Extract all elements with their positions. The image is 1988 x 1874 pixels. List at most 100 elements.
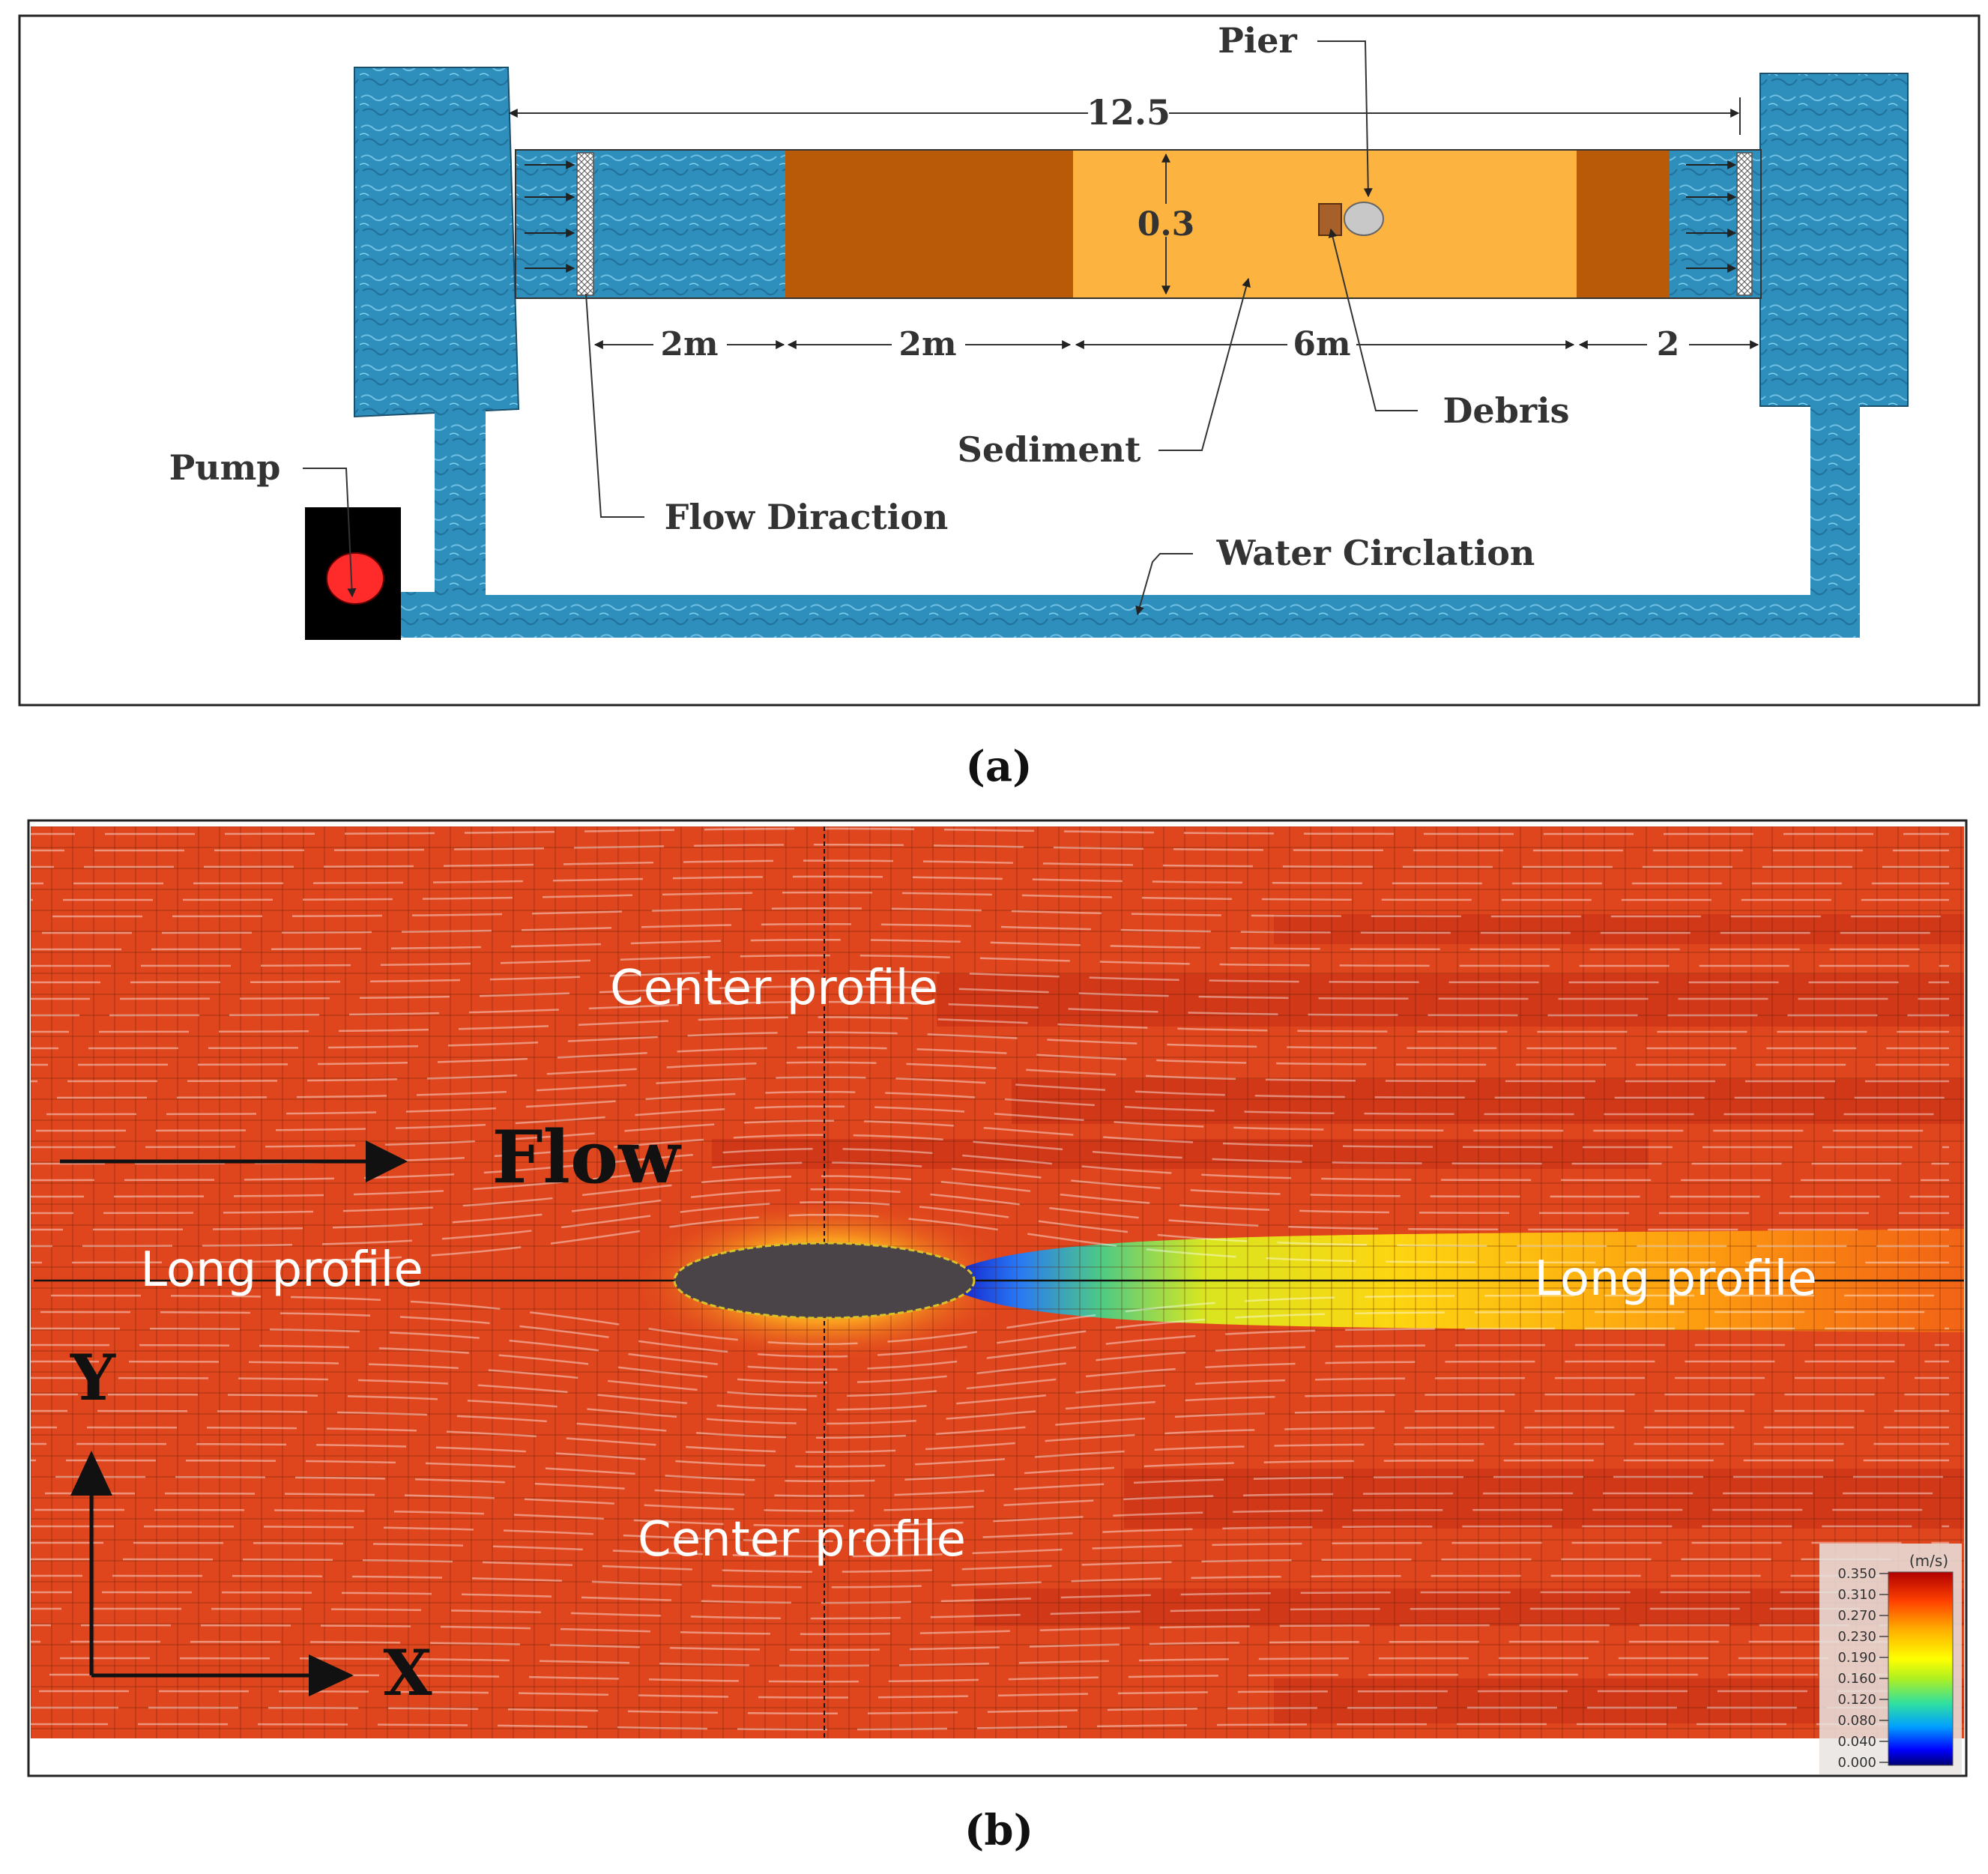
streamline xyxy=(31,1031,1949,1050)
pump-motor xyxy=(326,552,384,605)
streamline xyxy=(31,1690,1949,1699)
streamline xyxy=(31,1091,1949,1116)
streamline xyxy=(31,859,1949,868)
streamline xyxy=(31,1148,1949,1182)
streamline xyxy=(31,938,1949,951)
streamline xyxy=(31,1175,1949,1215)
return-pipe-bottom xyxy=(397,595,1860,638)
segment-2-label: 2m xyxy=(898,325,956,363)
center-profile-top-label: Center profile xyxy=(610,961,938,1016)
streamline xyxy=(31,1201,1949,1248)
colorbar-tick-label: 0.350 xyxy=(1837,1566,1876,1582)
streamline xyxy=(31,1607,1949,1620)
velocity-band xyxy=(1274,914,1964,944)
streamline xyxy=(31,1657,1949,1667)
colorbar-tick-label: 0.160 xyxy=(1837,1671,1876,1687)
schematic-flume: 12.5 0.3 2m 2m 6m 2 Pier Debris Sediment… xyxy=(18,14,1981,707)
outlet-screen xyxy=(1736,152,1753,296)
dim-label-bg xyxy=(1287,328,1356,361)
streamline xyxy=(31,827,1949,835)
velocity-band xyxy=(1124,1469,1964,1529)
segment-1-label: 2m xyxy=(660,325,718,363)
velocity-band xyxy=(712,1139,1649,1169)
streamline xyxy=(31,1591,1949,1604)
pier-label: Pier xyxy=(1218,20,1297,61)
streamline xyxy=(31,1360,1949,1397)
caption-b: (b) xyxy=(964,1806,1033,1855)
debris-label: Debris xyxy=(1443,390,1570,431)
pump-inlet-pipe xyxy=(397,592,442,607)
caption-a: (a) xyxy=(965,742,1032,791)
colorbar-tick-label: 0.230 xyxy=(1837,1629,1876,1645)
streamline xyxy=(31,1046,1949,1066)
streamline xyxy=(31,907,1949,918)
inlet-flow-arrows xyxy=(525,160,575,273)
colorbar-tick-label: 0.040 xyxy=(1837,1734,1876,1750)
streamline xyxy=(31,1076,1949,1099)
debris-block xyxy=(1318,203,1342,236)
high-velocity-bands xyxy=(712,914,1964,1723)
streamline xyxy=(31,1541,1949,1558)
center-profile-bottom-label: Center profile xyxy=(638,1512,966,1568)
streamline xyxy=(31,1508,1949,1527)
streamline xyxy=(31,1134,1949,1165)
streamline xyxy=(31,1475,1949,1497)
flow-arrowhead xyxy=(366,1140,408,1182)
dim-label-bg xyxy=(653,328,727,361)
velocity-colorbar: (m/s) 0.3500.3100.2700.2300.1900.1600.12… xyxy=(1819,1544,1962,1774)
streamline xyxy=(31,1311,1949,1358)
y-axis-label: Y xyxy=(70,1340,116,1415)
x-axis-label: X xyxy=(383,1636,432,1710)
streamlines xyxy=(31,827,1949,1731)
streamline xyxy=(31,1558,1949,1573)
streamline xyxy=(31,891,1949,901)
dim-label-bg xyxy=(1088,94,1169,130)
pier-cross-section xyxy=(673,1242,976,1320)
colorbar-scale xyxy=(1888,1571,1954,1766)
sediment-label: Sediment xyxy=(958,429,1142,470)
downstream-sediment-zone xyxy=(1577,150,1670,298)
streamline xyxy=(31,1119,1949,1149)
long-profile-right-label: Long profile xyxy=(1534,1251,1816,1307)
upstream-sediment-zone xyxy=(785,150,1073,298)
streamline xyxy=(31,1000,1949,1017)
streamline xyxy=(31,1376,1949,1411)
water-circulation-leader xyxy=(1135,553,1193,616)
pier-leader xyxy=(1317,40,1373,198)
x-axis-arrowhead xyxy=(309,1654,354,1696)
y-axis-arrowhead xyxy=(70,1451,112,1496)
inlet-screen xyxy=(576,152,594,296)
downstream-tank xyxy=(1759,73,1909,407)
streamline xyxy=(31,1327,1949,1370)
streamline xyxy=(31,954,1949,967)
long-profile-left-label: Long profile xyxy=(140,1242,423,1298)
streamline xyxy=(31,1459,1949,1482)
colorbar-tick-label: 0.190 xyxy=(1837,1650,1876,1666)
pump-label: Pump xyxy=(169,447,281,488)
streamline xyxy=(31,1706,1949,1715)
inlet-water-zone xyxy=(516,150,785,298)
segment-4-label: 2 xyxy=(1657,325,1680,363)
streamline xyxy=(31,875,1949,885)
velocity-band xyxy=(974,1589,1964,1626)
flow-direction-label: Flow Diraction xyxy=(665,497,949,537)
flow-direction-leader xyxy=(585,293,644,518)
computational-mesh xyxy=(31,826,1964,1738)
colorbar-ticks: 0.3500.3100.2700.2300.1900.1600.1200.080… xyxy=(1837,1566,1888,1771)
streamline xyxy=(31,1409,1949,1439)
outlet-flow-arrows xyxy=(1686,160,1737,273)
streamline xyxy=(31,1161,1949,1198)
dim-label-bg xyxy=(1647,328,1689,361)
water-circulation-label: Water Circlation xyxy=(1216,533,1535,573)
length-total-label: 12.5 xyxy=(1087,92,1170,133)
sediment-leader xyxy=(1158,277,1251,451)
streamline xyxy=(31,1574,1949,1589)
streamline xyxy=(31,1442,1949,1468)
pier-shape xyxy=(1344,202,1384,236)
streamline xyxy=(31,1640,1949,1651)
streamline xyxy=(31,1624,1949,1636)
streamline xyxy=(31,970,1949,984)
streamline xyxy=(31,985,1949,1000)
return-pipe-right xyxy=(1810,405,1860,638)
